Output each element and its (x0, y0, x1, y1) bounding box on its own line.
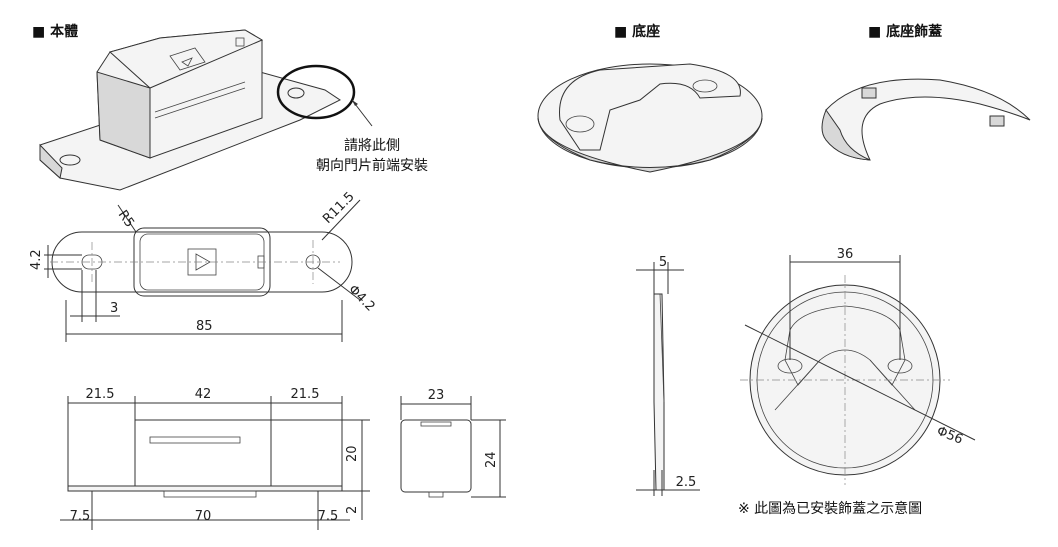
base-cover-3d-illustration (821, 78, 1031, 161)
dim-20: 20 (345, 445, 360, 462)
body-3d-illustration (39, 29, 373, 191)
dim-4-2: 4.2 (29, 249, 44, 270)
dim-r5: R5 (115, 208, 137, 231)
dim-36: 36 (837, 247, 854, 262)
base-side-dimension-lines (636, 262, 700, 496)
base-top-view (740, 275, 950, 485)
base-top-dimension-lines (744, 255, 976, 441)
body-front-view (67, 419, 343, 498)
dim-42: 42 (195, 387, 212, 402)
header-base: ■ 底座 (614, 23, 660, 40)
dim-24: 24 (484, 451, 499, 468)
dim-2-5: 2.5 (676, 475, 697, 490)
dim-3: 3 (110, 301, 118, 316)
dim-5: 5 (659, 255, 667, 270)
front-view-dimension-lines (60, 396, 370, 530)
base-side-view (653, 293, 665, 491)
side-view-dimension-lines (400, 396, 506, 498)
body-top-view (50, 227, 353, 297)
dim-7-5-left: 7.5 (70, 509, 91, 524)
dim-21-5-right: 21.5 (291, 387, 320, 402)
dim-70: 70 (195, 509, 212, 524)
dim-21-5-left: 21.5 (86, 387, 115, 402)
base-3d-illustration (537, 63, 763, 173)
header-base-cover: ■ 底座飾蓋 (868, 23, 942, 40)
dim-2: 2 (345, 506, 360, 514)
dim-7-5-right: 7.5 (318, 509, 339, 524)
dim-phi-56: Φ56 (935, 424, 965, 448)
dim-23: 23 (428, 388, 445, 403)
callout-line2: 朝向門片前端安裝 (316, 157, 428, 174)
top-view-dimension-lines (44, 199, 361, 342)
footnote: ※ 此圖為已安裝飾蓋之示意圖 (738, 500, 922, 517)
dim-phi-4-2: Φ4.2 (345, 282, 377, 314)
callout-line1: 請將此側 (344, 138, 400, 154)
body-side-view (400, 419, 472, 498)
dim-85: 85 (196, 319, 213, 334)
header-main-body: ■ 本體 (32, 23, 78, 40)
